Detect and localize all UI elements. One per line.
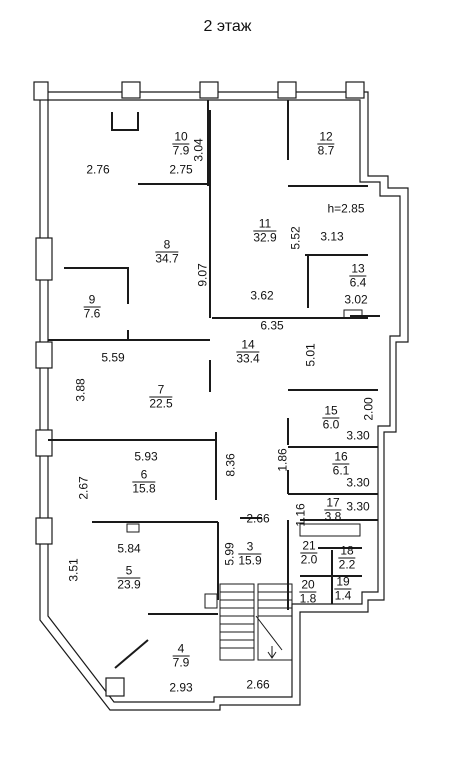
dimension-label: 8.36 [223,453,238,477]
floor-title: 2 этаж [203,18,252,35]
dimension-label: 2.75 [169,162,193,177]
dimension-label: 5.52 [288,226,303,250]
dimension-label: 2.76 [86,162,110,177]
fixtures [126,309,363,609]
dimension-label: 2.66 [246,677,270,692]
dimension-label: 5.59 [101,350,125,365]
dimension-label: 1.86 [275,448,290,472]
dimension-label: 2.00 [361,397,376,421]
interior-walls [48,100,380,669]
dimension-label: 5.84 [117,541,141,556]
dimension-label: 3.04 [191,138,206,162]
dimension-label: 3.02 [344,292,368,307]
dimension-label: 3.30 [346,499,370,514]
ceiling-height: h=2.85 [327,201,365,216]
dimension-label: 2.67 [76,476,91,500]
dimension-label: 3.51 [66,558,81,582]
dimension-label: 3.13 [320,229,344,244]
dimension-label: 3.30 [346,475,370,490]
dimension-label: 9.07 [195,263,210,287]
facade-piers [33,81,365,697]
dimension-label: 2.66 [246,511,270,526]
dimension-label: 3.30 [346,428,370,443]
dimension-label: 5.01 [303,343,318,367]
outer-walls [39,91,409,711]
dimension-label: 2.93 [169,680,193,695]
staircase [219,583,293,661]
dimension-label: 3.62 [250,288,274,303]
dimension-label: 6.35 [260,318,284,333]
dimension-label: 5.93 [134,449,158,464]
dimension-label: 3.88 [73,378,88,402]
dimension-label: 5.99 [222,542,237,566]
dimension-label: 1.16 [293,503,308,527]
